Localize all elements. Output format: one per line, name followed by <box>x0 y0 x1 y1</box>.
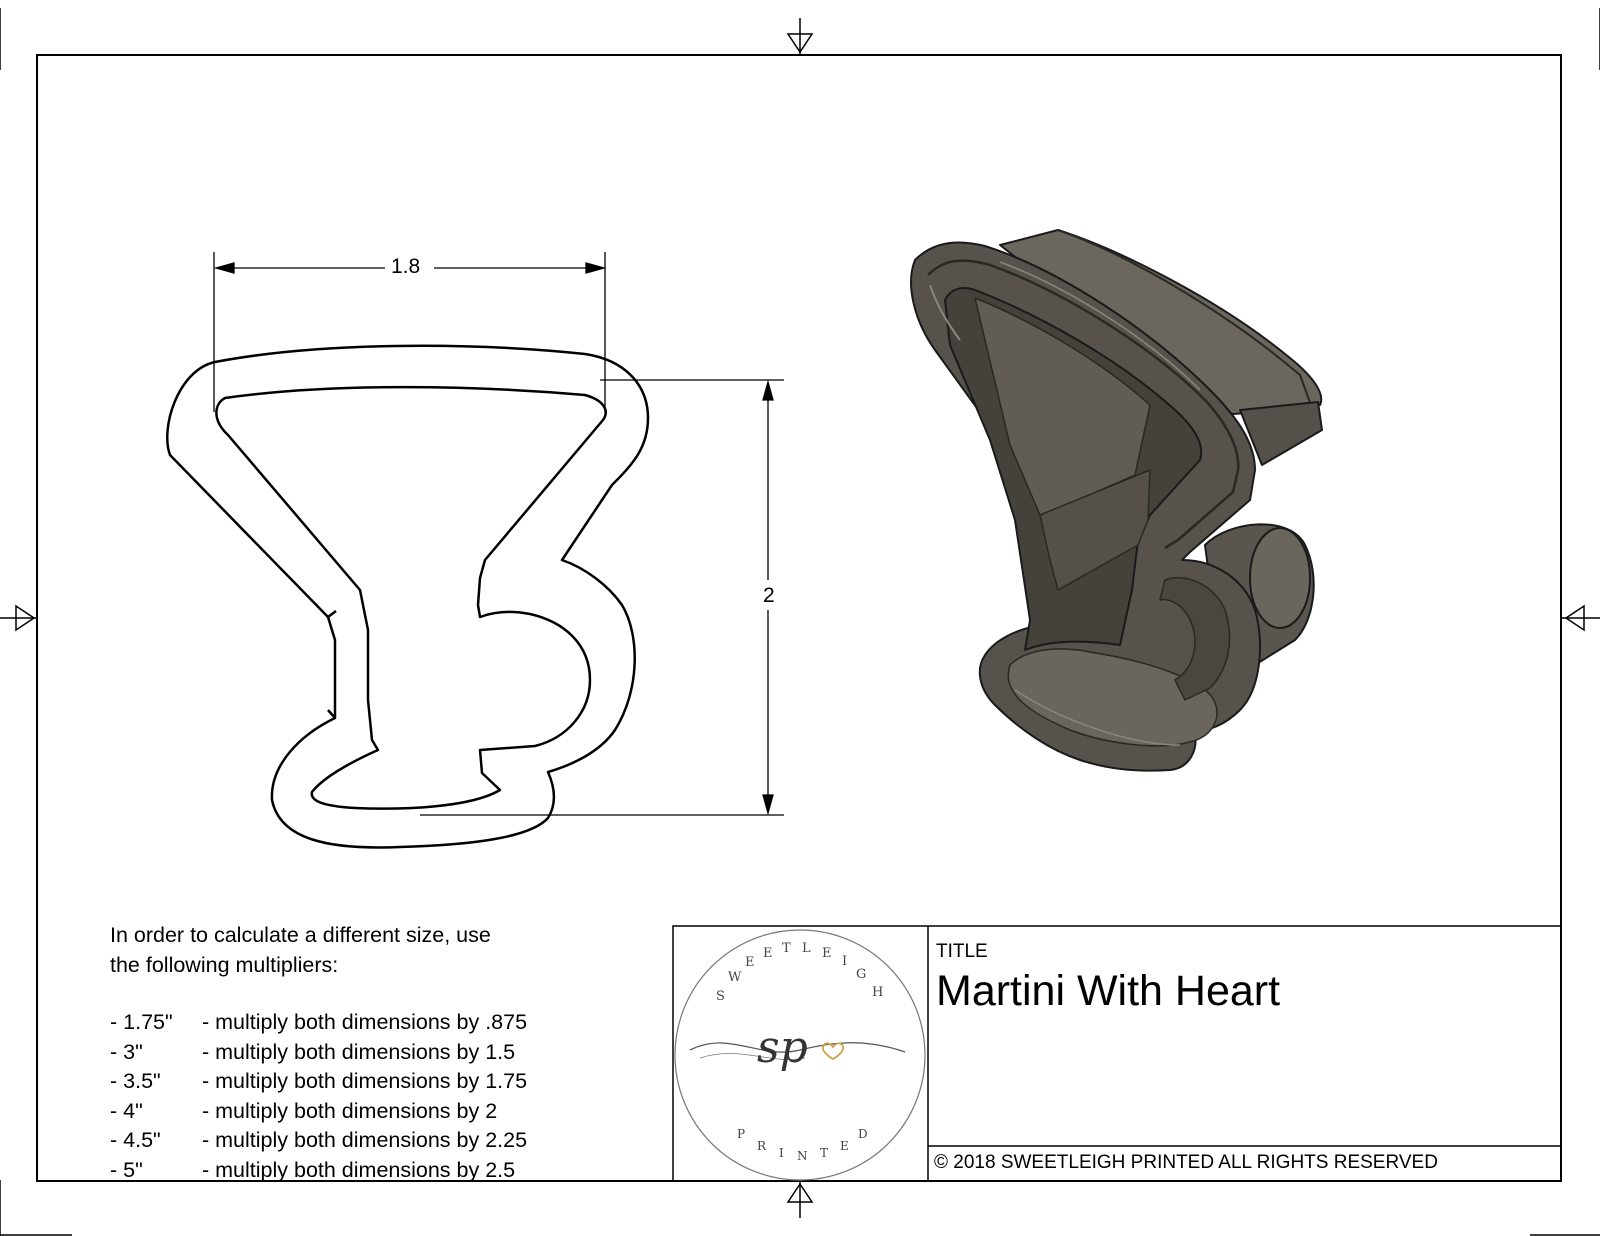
multiplier-size: - 4.5" <box>110 1128 161 1152</box>
multiplier-size: - 5" <box>110 1157 143 1182</box>
title-block-frame <box>672 925 1562 1182</box>
heart-icon <box>822 1042 844 1061</box>
multiplier-row: - 4" - multiply both dimensions by 2 <box>110 1097 527 1127</box>
sweetleigh-logo: S W E E T L E I G H P R I N T E D <box>674 929 926 1181</box>
dimension-width-label: 1.8 <box>388 255 424 279</box>
multiplier-text: - multiply both dimensions by .875 <box>202 1010 528 1034</box>
cutter-outer-outline <box>166 344 650 849</box>
model-back-wall <box>999 229 1323 416</box>
multiplier-text: - multiply both dimensions by 2.5 <box>202 1157 516 1182</box>
dimension-lines <box>213 252 784 816</box>
cutter-3d-model <box>910 229 1323 772</box>
arrow-height-top <box>762 379 774 401</box>
notes-intro-line-2: the following multipliers: <box>110 952 339 977</box>
cutter-inner-outline <box>215 385 607 810</box>
multiplier-size: - 1.75" <box>110 1010 173 1034</box>
arrow-width-right <box>585 262 607 274</box>
multiplier-size: - 4" <box>110 1098 143 1123</box>
centering-marks <box>0 18 1600 1218</box>
logo-circle <box>674 929 926 1181</box>
multiplier-text: - multiply both dimensions by 2.25 <box>202 1128 528 1152</box>
logo-arc-top: S W E E T L E I G H <box>716 941 889 1004</box>
dimension-height-label: 2 <box>760 584 778 608</box>
multiplier-size: - 3.5" <box>110 1069 161 1093</box>
multiplier-row: - 1.75" - multiply both dimensions by .87… <box>110 1008 527 1038</box>
multiplier-text: - multiply both dimensions by 2 <box>202 1098 498 1123</box>
multiplier-row: - 4.5" - multiply both dimensions by 2.25 <box>110 1126 527 1156</box>
corner-ticks <box>0 8 1600 1236</box>
multiplier-size: - 3" <box>110 1039 143 1064</box>
size-multiplier-notes: In order to calculate a different size, … <box>110 921 527 1185</box>
multiplier-row: - 3.5" - multiply both dimensions by 1.75 <box>110 1067 527 1097</box>
arrow-height-bottom <box>762 794 774 816</box>
arrow-width-left <box>213 262 235 274</box>
title-block-title-label: TITLE <box>936 941 988 962</box>
multiplier-text: - multiply both dimensions by 1.75 <box>202 1069 528 1093</box>
multiplier-row: - 5" - multiply both dimensions by 2.5 <box>110 1156 527 1186</box>
title-block <box>672 925 1562 1182</box>
drawing-title: Martini With Heart <box>936 967 1281 1015</box>
cutter-outline-drawing <box>166 344 650 849</box>
logo-monogram: sp <box>757 1022 808 1073</box>
logo-arc-bottom: P R I N T E D <box>737 1127 868 1163</box>
multiplier-row: - 3" - multiply both dimensions by 1.5 <box>110 1038 527 1068</box>
multiplier-text: - multiply both dimensions by 1.5 <box>202 1039 516 1064</box>
notes-intro-line-1: In order to calculate a different size, … <box>110 923 491 947</box>
copyright-notice: © 2018 SWEETLEIGH PRINTED ALL RIGHTS RES… <box>934 1152 1438 1173</box>
